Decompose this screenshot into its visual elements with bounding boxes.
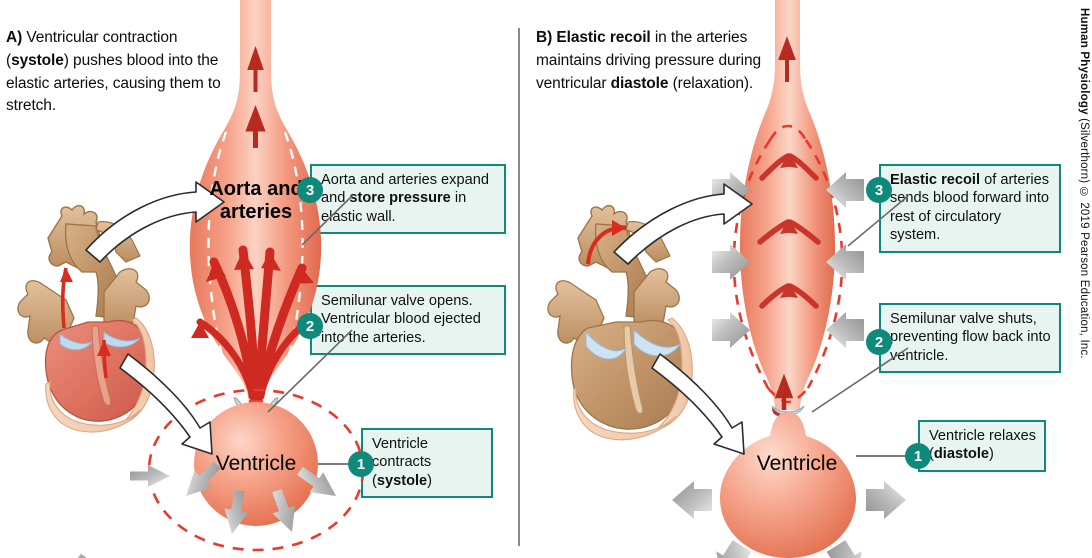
callout-3-b-bold: Elastic recoil — [890, 172, 981, 188]
ventricle-label-b: Ventricle — [756, 452, 838, 475]
panel-a-caption-bold1: systole — [11, 51, 64, 69]
callout-1-a-bold: systole — [376, 472, 428, 489]
panel-a: A) Ventricular contraction (systole) pus… — [0, 0, 512, 558]
credit-bold: Human Physiology — [1078, 8, 1090, 115]
panel-b-caption-part1: in the arteries maintains driving pressu… — [536, 29, 762, 92]
callout-2-b[interactable]: Semilunar valve shuts, preventing flow b… — [879, 303, 1061, 374]
callout-1-b[interactable]: Ventricle relaxes (diastole) — [918, 420, 1046, 472]
badge-1-a[interactable]: 1 — [348, 451, 374, 477]
credit-rest: (Silverthorn) © 2019 Pearson Education, … — [1078, 114, 1090, 359]
callout-1-a[interactable]: Ventricle contracts (systole) — [361, 428, 493, 499]
badge-3-b[interactable]: 3 — [866, 177, 892, 203]
panel-b-caption-bold1: Elastic recoil — [556, 29, 651, 46]
panel-a-caption: A) Ventricular contraction (systole) pus… — [6, 27, 238, 118]
callout-1-b-text2: ) — [989, 446, 994, 463]
panel-a-caption-part1: Ventricular contraction ( — [6, 29, 178, 69]
callout-3-a-bold: store pressure — [349, 190, 451, 207]
callout-1-a-text1: Ventricle contracts ( — [372, 436, 432, 489]
badge-2-a[interactable]: 2 — [297, 313, 323, 339]
callout-1-b-text1: Ventricle relaxes ( — [929, 428, 1037, 463]
panel-b-caption-bold2: diastole — [610, 74, 669, 92]
copyright-credit: Human Physiology (Silverthorn) © 2019 Pe… — [1066, 8, 1090, 448]
panel-divider — [518, 28, 520, 546]
ventricle-label-a: Ventricle — [215, 452, 297, 475]
badge-3-a[interactable]: 3 — [297, 177, 323, 203]
panel-b-caption-part2: (relaxation). — [668, 74, 754, 92]
callout-2-b-text1: Semilunar valve shuts, preventing flow b… — [890, 311, 1051, 364]
panel-b-label: B) — [536, 29, 553, 46]
callout-2-a-text1: Semilunar valve opens. Ventricular blood… — [321, 293, 481, 346]
callout-3-b-text1: of arteries sends blood forward into res… — [890, 172, 1050, 244]
badge-2-b[interactable]: 2 — [866, 329, 892, 355]
callout-1-a-text2: ) — [427, 472, 433, 489]
panel-b-caption: B) Elastic recoil in the arteries mainta… — [536, 27, 794, 95]
callout-2-a[interactable]: Semilunar valve opens. Ventricular blood… — [310, 285, 506, 356]
callout-3-b[interactable]: Elastic recoil of arteries sends blood f… — [879, 164, 1061, 253]
panel-a-label: A) — [6, 29, 23, 46]
callout-3-a[interactable]: Aorta and arteries expand and store pres… — [310, 164, 506, 235]
panel-b: B) Elastic recoil in the arteries mainta… — [519, 0, 1061, 558]
panel-a-caption-part2: ) pushes blood into the elastic arteries… — [6, 51, 221, 115]
badge-1-b[interactable]: 1 — [905, 443, 931, 469]
callout-1-b-bold: diastole — [933, 446, 990, 463]
